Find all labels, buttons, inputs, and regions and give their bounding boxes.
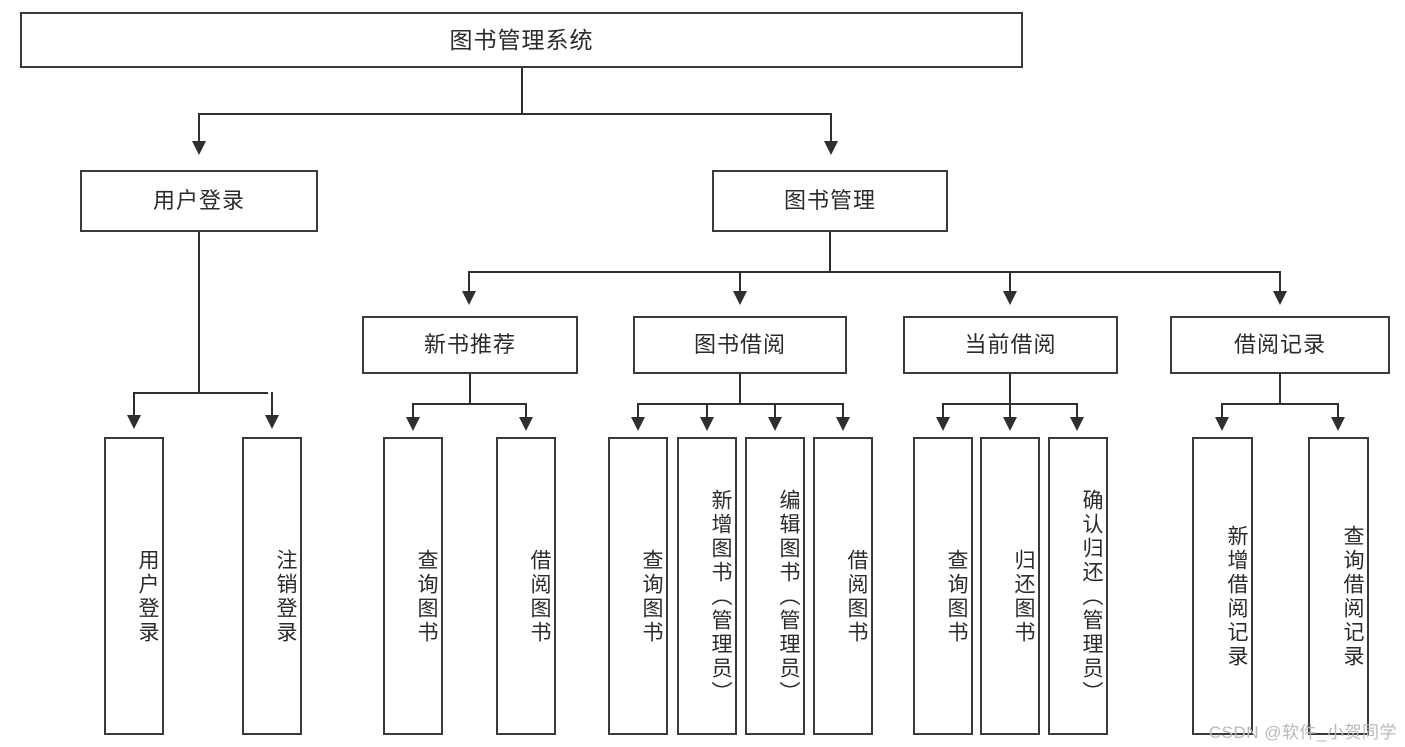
- arrowhead-recommend-leaf-2: [519, 417, 533, 431]
- arrowhead-recommend-leaf-1: [406, 417, 420, 431]
- connector-bookmgmt-to-l3-2: [739, 271, 741, 293]
- leaf-label: 用户登录: [136, 549, 159, 645]
- connector-borrow-to-leaf-2: [706, 403, 708, 419]
- node-user-login[interactable]: 用户登录: [80, 170, 318, 232]
- connector-borrow-stem: [739, 374, 741, 404]
- leaf-label: 借阅图书: [845, 549, 868, 645]
- leaf-user-login[interactable]: 用户登录: [104, 437, 164, 735]
- connector-current-stem: [1009, 374, 1011, 404]
- arrowhead-borrow-leaf-2: [700, 417, 714, 431]
- connector-borrow-bus: [637, 403, 844, 405]
- node-label: 当前借阅: [964, 332, 1057, 357]
- leaf-logout[interactable]: 注销登录: [242, 437, 302, 735]
- node-label: 用户登录: [152, 188, 245, 213]
- connector-recommend-stem: [469, 374, 471, 404]
- connector-login-stem: [198, 232, 200, 393]
- leaf-current-query-book[interactable]: 查询图书: [913, 437, 973, 735]
- connector-bookmgmt-bus: [468, 271, 1280, 273]
- leaf-label: 注销登录: [274, 549, 297, 645]
- connector-bookmgmt-to-l3-1: [468, 271, 470, 293]
- arrowhead-current-leaf-1: [936, 417, 950, 431]
- connector-recommend-bus: [412, 403, 527, 405]
- connector-bookmgmt-to-l3-3: [1009, 271, 1011, 293]
- leaf-label: 查询图书: [415, 549, 438, 645]
- arrowhead-borrow-leaf-3: [768, 417, 782, 431]
- leaf-recommend-borrow-book[interactable]: 借阅图书: [496, 437, 556, 735]
- node-book-management[interactable]: 图书管理: [712, 170, 948, 232]
- connector-root-stem: [521, 68, 523, 114]
- connector-record-bus: [1221, 403, 1338, 405]
- connector-current-to-leaf-3: [1076, 403, 1078, 419]
- connector-recommend-to-leaf-2: [525, 403, 527, 419]
- leaf-record-query-record[interactable]: 查询借阅记录: [1308, 437, 1369, 735]
- arrowhead-current-leaf-2: [1003, 417, 1017, 431]
- connector-current-to-leaf-1: [942, 403, 944, 419]
- leaf-borrow-borrow-book[interactable]: 借阅图书: [813, 437, 873, 735]
- node-label: 图书管理系统: [449, 26, 594, 53]
- arrowhead-root-to-bookmgmt: [824, 141, 838, 155]
- node-root-system[interactable]: 图书管理系统: [20, 12, 1023, 68]
- leaf-label: 借阅图书: [528, 549, 551, 645]
- leaf-label: 查询借阅记录: [1341, 525, 1364, 669]
- leaf-label: 归还图书: [1012, 549, 1035, 645]
- leaf-current-confirm-return-admin[interactable]: 确认归还（管理员）: [1048, 437, 1108, 735]
- leaf-label: 查询图书: [945, 549, 968, 645]
- leaf-borrow-add-book-admin[interactable]: 新增图书（管理员）: [677, 437, 737, 735]
- arrowhead-bookmgmt-l3-1: [462, 291, 476, 305]
- node-label: 图书管理: [783, 188, 876, 213]
- connector-bookmgmt-to-l3-4: [1279, 271, 1281, 293]
- node-label: 图书借阅: [693, 332, 786, 357]
- arrowhead-bookmgmt-l3-3: [1003, 291, 1017, 305]
- leaf-label: 查询图书: [640, 549, 663, 645]
- connector-borrow-to-leaf-1: [637, 403, 639, 419]
- leaf-current-return-book[interactable]: 归还图书: [980, 437, 1040, 735]
- connector-borrow-to-leaf-4: [842, 403, 844, 419]
- leaf-borrow-edit-book-admin[interactable]: 编辑图书（管理员）: [745, 437, 805, 735]
- leaf-label: 新增图书（管理员）: [709, 489, 732, 705]
- connector-login-to-leaf-1: [133, 392, 135, 417]
- connector-root-to-bookmgmt: [830, 113, 832, 143]
- connector-record-to-leaf-1: [1221, 403, 1223, 419]
- arrowhead-bookmgmt-l3-2: [733, 291, 747, 305]
- node-borrow-record[interactable]: 借阅记录: [1170, 316, 1390, 374]
- node-book-borrow[interactable]: 图书借阅: [633, 316, 847, 374]
- leaf-record-add-record[interactable]: 新增借阅记录: [1192, 437, 1253, 735]
- arrowhead-record-leaf-1: [1215, 417, 1229, 431]
- leaf-label: 确认归还（管理员）: [1080, 489, 1103, 705]
- connector-login-bus: [133, 392, 268, 394]
- connector-current-to-leaf-2: [1009, 403, 1011, 419]
- connector-root-to-login: [198, 113, 200, 143]
- arrowhead-current-leaf-3: [1070, 417, 1084, 431]
- arrowhead-record-leaf-2: [1331, 417, 1345, 431]
- leaf-recommend-query-book[interactable]: 查询图书: [383, 437, 443, 735]
- arrowhead-borrow-leaf-1: [631, 417, 645, 431]
- leaf-label: 新增借阅记录: [1225, 525, 1248, 669]
- node-label: 借阅记录: [1233, 332, 1326, 357]
- connector-record-to-leaf-2: [1337, 403, 1339, 419]
- node-label: 新书推荐: [423, 332, 516, 357]
- node-current-borrow[interactable]: 当前借阅: [903, 316, 1118, 374]
- connector-bookmgmt-stem: [829, 232, 831, 272]
- arrowhead-root-to-login: [192, 141, 206, 155]
- arrowhead-bookmgmt-l3-4: [1273, 291, 1287, 305]
- connector-borrow-to-leaf-3: [774, 403, 776, 419]
- arrowhead-login-leaf-1: [127, 415, 141, 429]
- arrowhead-login-leaf-2: [265, 415, 279, 429]
- connector-root-bus: [198, 113, 832, 115]
- leaf-label: 编辑图书（管理员）: [777, 489, 800, 705]
- arrowhead-borrow-leaf-4: [836, 417, 850, 431]
- connector-recommend-to-leaf-1: [412, 403, 414, 419]
- connector-login-to-leaf-2: [271, 392, 273, 417]
- node-new-book-recommend[interactable]: 新书推荐: [362, 316, 578, 374]
- connector-record-stem: [1279, 374, 1281, 404]
- leaf-borrow-query-book[interactable]: 查询图书: [608, 437, 668, 735]
